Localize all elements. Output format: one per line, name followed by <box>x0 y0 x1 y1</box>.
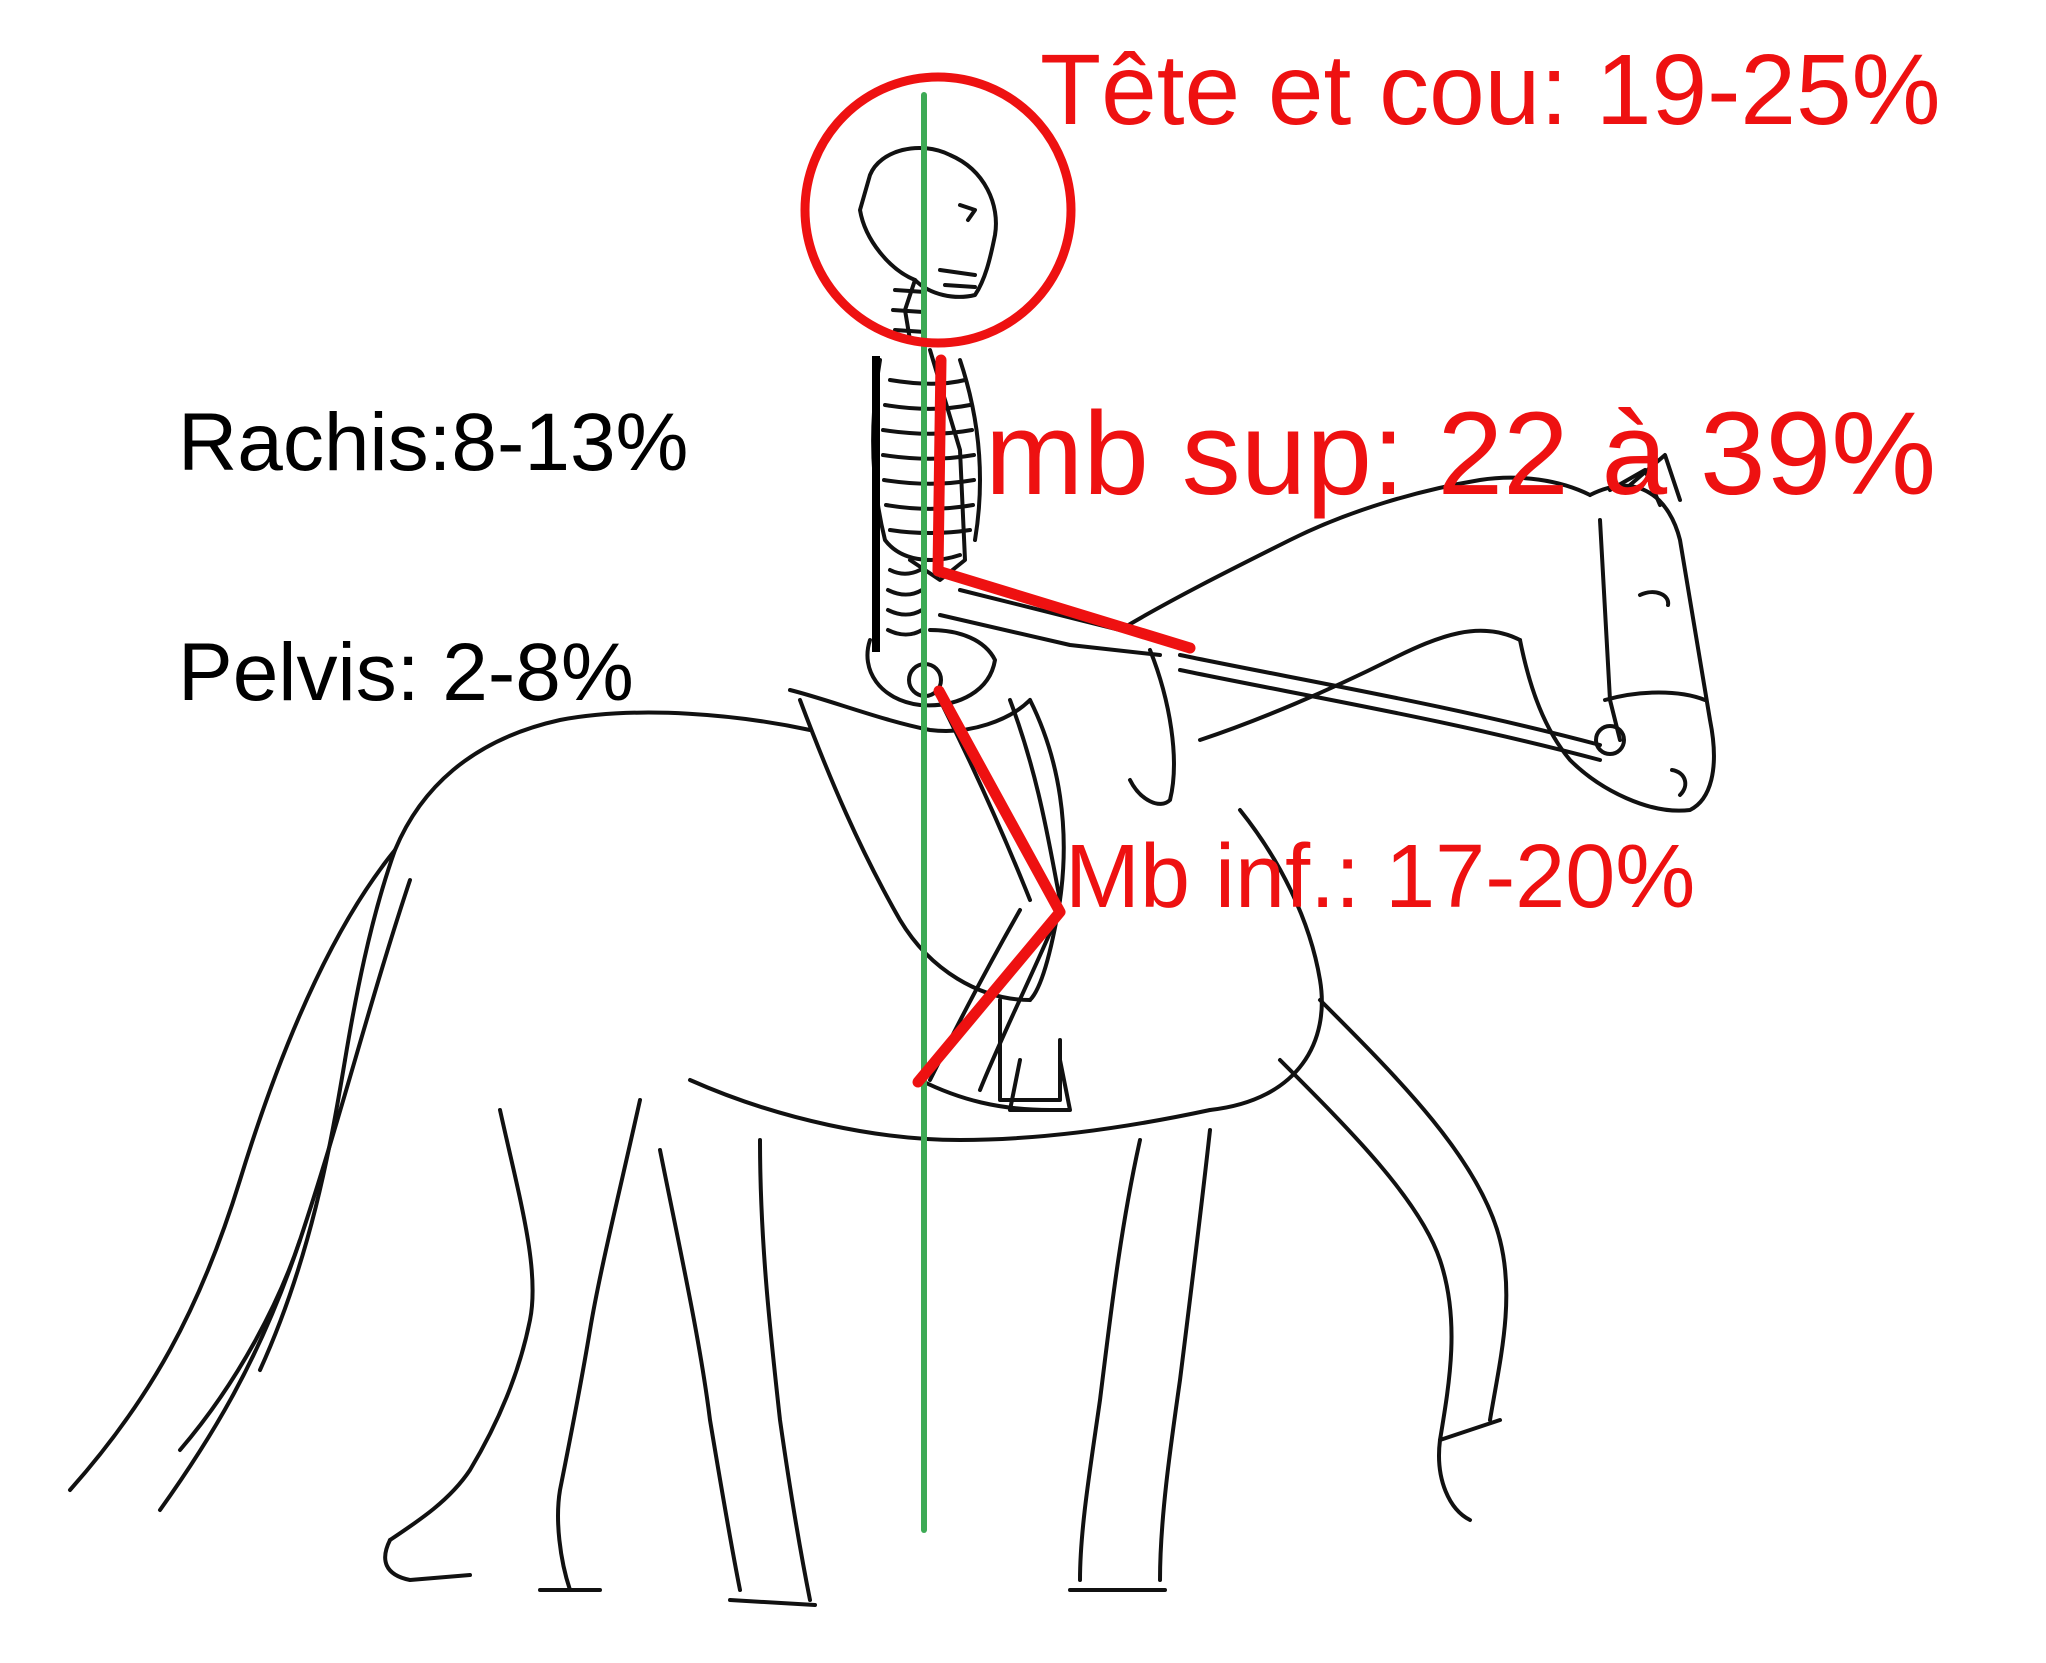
lower-limb-label: Mb inf.: 17-20% <box>1065 827 1696 927</box>
lower-limb-line <box>912 685 1066 1088</box>
upper-limb-line <box>932 354 1196 654</box>
upper-limb-label: mb sup: 22 à 39% <box>985 388 1937 520</box>
pelvis-label: Pelvis: 2-8% <box>178 627 634 718</box>
rachis-label: Rachis:8-13% <box>178 397 689 488</box>
head-neck-label: Tête et cou: 19-25% <box>1040 34 1941 146</box>
head-neck-circle <box>800 72 1076 348</box>
horse-drawing <box>68 348 1716 1607</box>
